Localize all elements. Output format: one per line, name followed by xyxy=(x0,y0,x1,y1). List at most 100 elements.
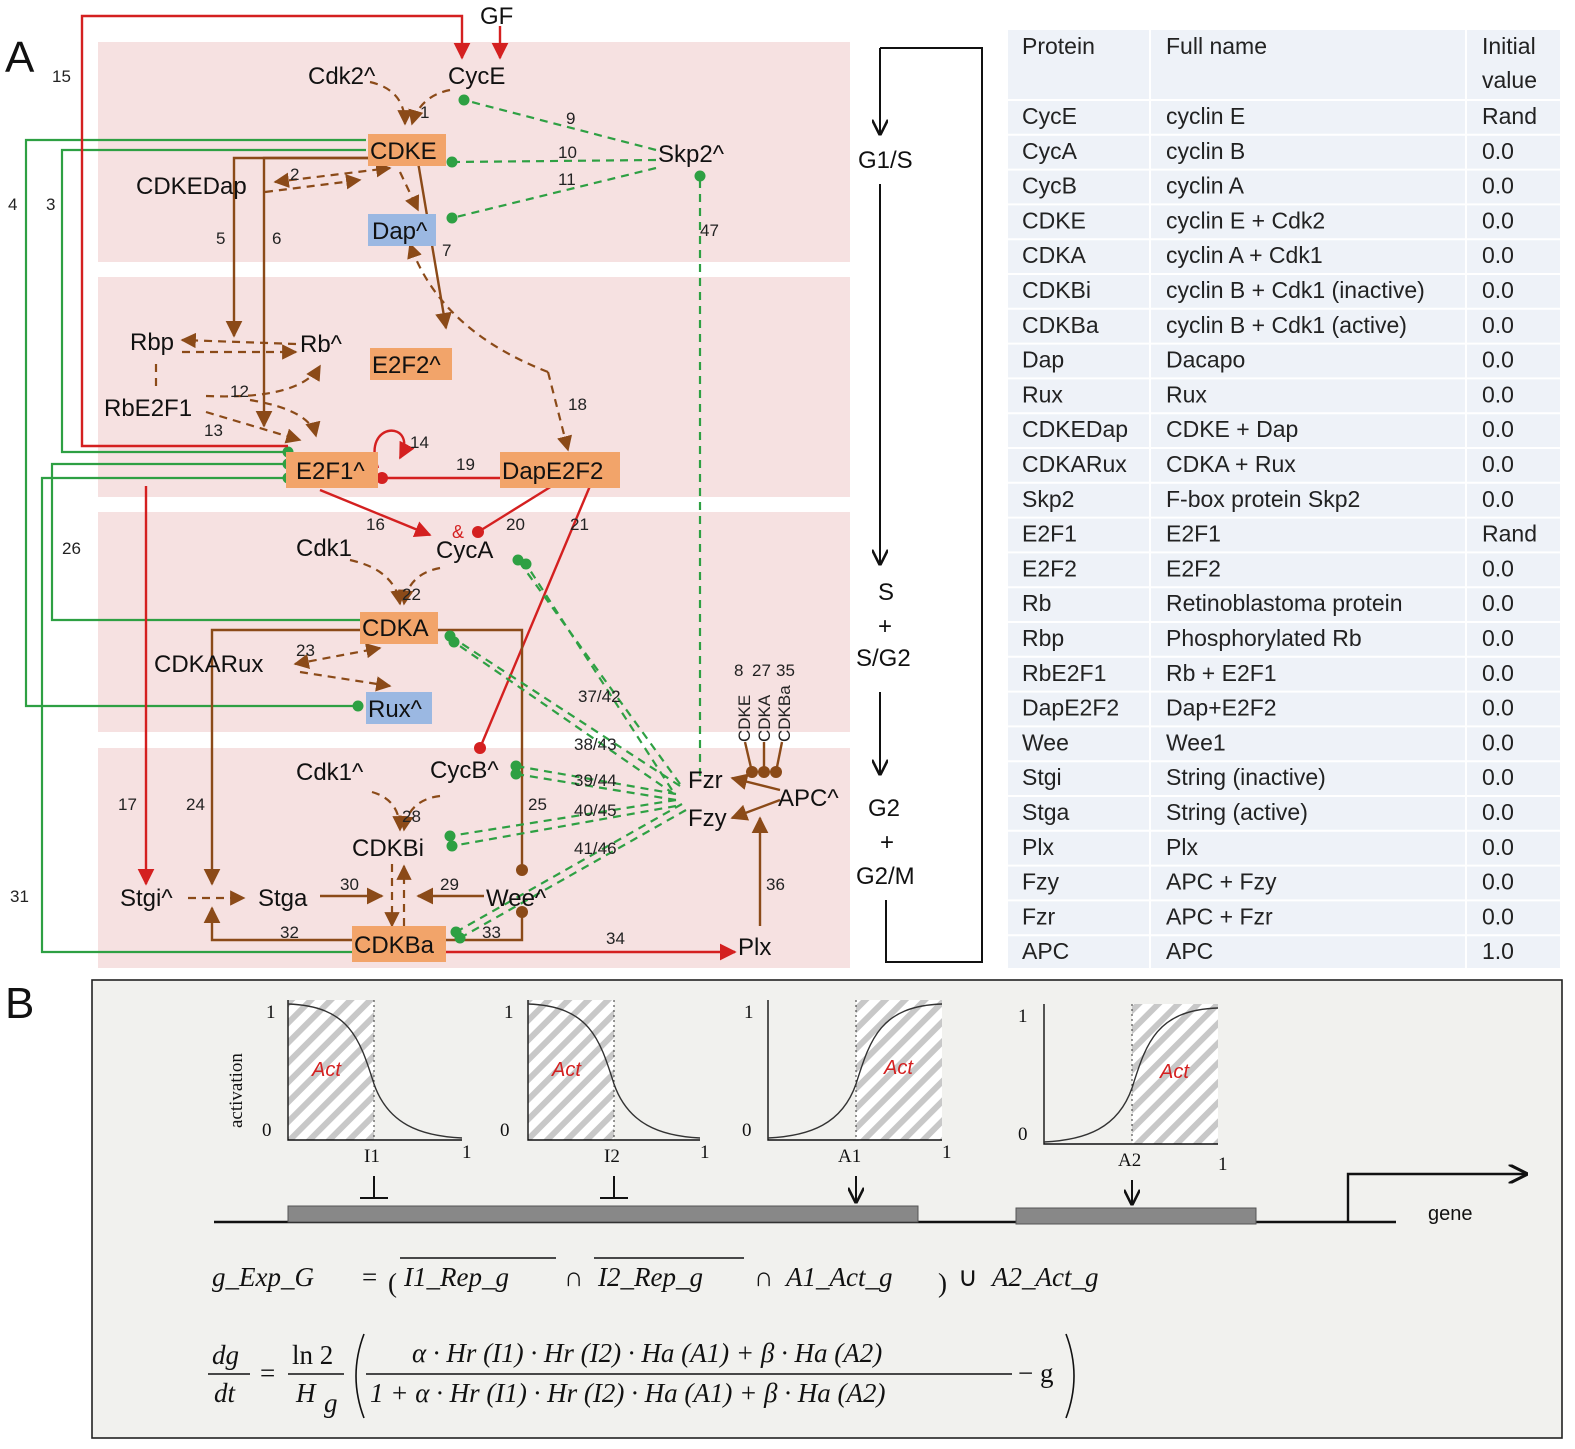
apc-input-cdke: CDKE xyxy=(735,695,754,742)
edge-number: 8 xyxy=(734,661,743,680)
phase-plus-2: + xyxy=(880,829,894,856)
node-wee: Wee^ xyxy=(486,885,547,912)
table-cell-fullname: Plx xyxy=(1166,834,1198,860)
table-cell-fullname: cyclin E + Cdk2 xyxy=(1166,207,1325,233)
phase-column: G1/S S + S/G2 G2 + G2/M xyxy=(856,47,983,963)
table-cell-initial: 0.0 xyxy=(1482,729,1514,755)
edge-number: 47 xyxy=(700,221,719,240)
table-cell-protein: Rb xyxy=(1022,590,1051,616)
table-cell-protein: Plx xyxy=(1022,834,1054,860)
edge-number: 41/46 xyxy=(574,839,617,858)
edge-number: 38/43 xyxy=(574,735,617,754)
table-cell-fullname: Dap+E2F2 xyxy=(1166,695,1277,721)
table-cell-initial: 0.0 xyxy=(1482,416,1514,442)
threshold-a1: A1 xyxy=(838,1146,861,1167)
threshold-i1: I1 xyxy=(364,1146,380,1167)
y-tick-1: 1 xyxy=(266,1002,276,1023)
phase-s: S xyxy=(878,579,894,606)
table-cell-fullname: Retinoblastoma protein xyxy=(1166,590,1403,616)
node-cdkbi: CDKBi xyxy=(352,835,424,862)
table-cell-protein: APC xyxy=(1022,938,1069,964)
table-cell-protein: CDKEDap xyxy=(1022,416,1128,442)
panel-a-label: A xyxy=(5,33,35,82)
background-bands xyxy=(98,42,850,968)
gene-label: gene xyxy=(1428,1203,1473,1225)
table-cell-protein: CycA xyxy=(1022,138,1078,164)
node-rbe2f1: RbE2F1 xyxy=(104,395,192,422)
table-cell-protein: Fzr xyxy=(1022,903,1056,929)
act-label: Act xyxy=(1159,1061,1190,1083)
table-cell-fullname: cyclin B + Cdk1 (active) xyxy=(1166,312,1407,338)
node-apc: APC^ xyxy=(778,785,839,812)
edge-number: 4 xyxy=(8,195,17,214)
table-cell-protein: CycE xyxy=(1022,103,1077,129)
edge-number: 19 xyxy=(456,455,475,474)
table-cell-protein: CDKBi xyxy=(1022,277,1091,303)
table-cell-fullname: cyclin A xyxy=(1166,173,1245,199)
node-cyce: CycE xyxy=(448,63,505,90)
eq1-term3: A1_Act_g xyxy=(784,1262,892,1292)
eq2-den: dt xyxy=(214,1378,237,1408)
table-cell-fullname: E2F2 xyxy=(1166,555,1221,581)
table-cell-fullname: cyclin E xyxy=(1166,103,1245,129)
eq1-eq: = xyxy=(362,1262,377,1292)
table-cell-initial: 0.0 xyxy=(1482,277,1514,303)
eq1-cup: ∪ xyxy=(958,1262,978,1292)
table-cell-protein: Fzy xyxy=(1022,869,1060,895)
phase-g1s: G1/S xyxy=(858,147,913,174)
node-e2f1: E2F1^ xyxy=(296,458,365,485)
edge-number: 31 xyxy=(10,887,29,906)
table-cell-initial: 0.0 xyxy=(1482,764,1514,790)
y-tick-1: 1 xyxy=(1018,1006,1028,1027)
edge-number: 12 xyxy=(230,382,249,401)
edge-number: 40/45 xyxy=(574,801,617,820)
node-dape2f2: DapE2F2 xyxy=(502,458,603,485)
edge-number: 6 xyxy=(272,229,281,248)
table-cell-initial: 0.0 xyxy=(1482,173,1514,199)
table-cell-protein: CDKBa xyxy=(1022,312,1099,338)
apc-input-cdka: CDKA xyxy=(755,694,774,742)
edge-number: 37/42 xyxy=(578,687,621,706)
table-cell-fullname: CDKA + Rux xyxy=(1166,451,1296,477)
edge-number: 14 xyxy=(410,433,429,452)
phase-sg2: S/G2 xyxy=(856,645,911,672)
table-header-value: value xyxy=(1482,67,1537,93)
table-cell-fullname: Dacapo xyxy=(1166,347,1245,373)
eq1-term4: A2_Act_g xyxy=(990,1262,1098,1292)
panel-b-label: B xyxy=(5,979,34,1028)
node-dap: Dap^ xyxy=(372,218,428,245)
eq2-hg: H xyxy=(295,1378,317,1408)
table-cell-initial: 0.0 xyxy=(1482,347,1514,373)
table-header-protein: Protein xyxy=(1022,33,1095,59)
table-cell-protein: DapE2F2 xyxy=(1022,695,1119,721)
table-cell-fullname: APC + Fzr xyxy=(1166,903,1273,929)
eq2-minus: − g xyxy=(1018,1358,1053,1388)
edge-number: 10 xyxy=(558,143,577,162)
eq1-term2: I2_Rep_g xyxy=(597,1262,703,1292)
regulation-symbols xyxy=(360,1176,1132,1204)
node-boxes xyxy=(286,134,620,962)
green-feedback-lines xyxy=(24,138,366,954)
act-label: Act xyxy=(551,1059,582,1081)
table-cell-protein: CDKE xyxy=(1022,207,1086,233)
y-tick-1: 1 xyxy=(744,1002,754,1023)
response-plot-a1: Act 1 0 A1 1 xyxy=(742,1000,952,1167)
response-plot-i1: Act 1 0 I1 1 xyxy=(262,1000,472,1167)
eq2-hsub: g xyxy=(324,1388,338,1418)
table-cell-initial: 0.0 xyxy=(1482,242,1514,268)
eq1-paren-close: ) xyxy=(938,1268,947,1298)
node-fzr: Fzr xyxy=(688,767,723,794)
node-gf: GF xyxy=(480,3,513,30)
node-cdk2: Cdk2^ xyxy=(308,63,376,90)
red-lines xyxy=(80,14,737,961)
table-cell-fullname: APC + Fzy xyxy=(1166,869,1277,895)
node-and: & xyxy=(452,522,464,542)
edge-number: 24 xyxy=(186,795,205,814)
edge-number: 20 xyxy=(506,515,525,534)
node-cdka: CDKA xyxy=(362,615,429,642)
y-tick-0: 0 xyxy=(500,1120,510,1141)
table-cell-initial: 0.0 xyxy=(1482,486,1514,512)
edge-number: 33 xyxy=(482,923,501,942)
table-cell-fullname: cyclin A + Cdk1 xyxy=(1166,242,1323,268)
